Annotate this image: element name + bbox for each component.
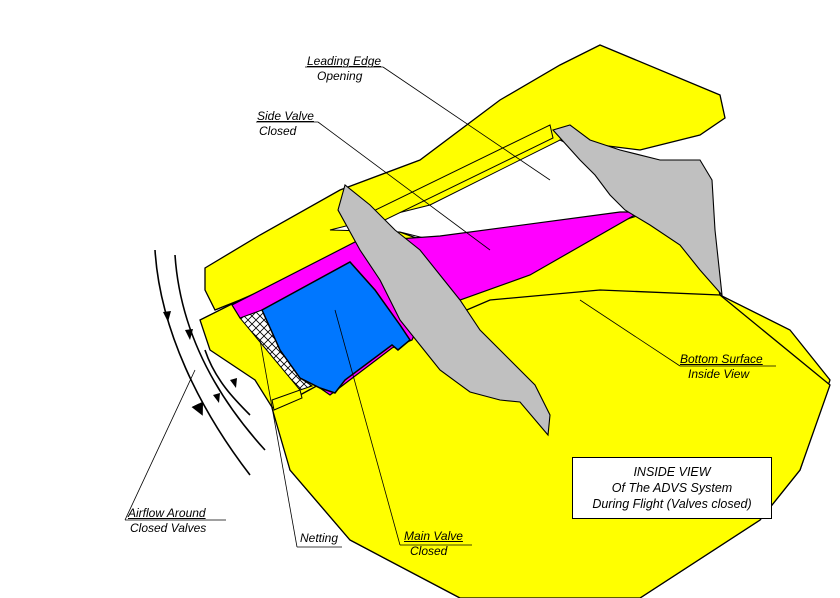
label-side-valve: Side Valve Closed: [257, 109, 314, 138]
airflow-arrowheads: [163, 311, 237, 403]
label-netting: Netting: [300, 531, 339, 545]
main-valve: [261, 261, 411, 394]
label-main-valve: Main Valve Closed: [404, 529, 463, 558]
label-leading-edge: Leading Edge Opening: [307, 54, 382, 83]
leader-lines: [124, 66, 776, 548]
title-line-2: Of The ADVS System: [611, 481, 733, 495]
label-bottom-surface: Bottom Surface Inside View: [680, 352, 763, 381]
title-box: INSIDE VIEW Of The ADVS System During Fl…: [572, 457, 772, 519]
cut-section-left: [337, 184, 551, 437]
spar-lower: [271, 389, 303, 411]
title-line-3: During Flight (Valves closed): [592, 497, 752, 511]
cut-section-right: [552, 124, 723, 297]
label-airflow: Airflow Around Closed Valves: [128, 506, 207, 535]
airflow-arrows: [154, 249, 266, 476]
title-line-1: INSIDE VIEW: [633, 465, 711, 479]
